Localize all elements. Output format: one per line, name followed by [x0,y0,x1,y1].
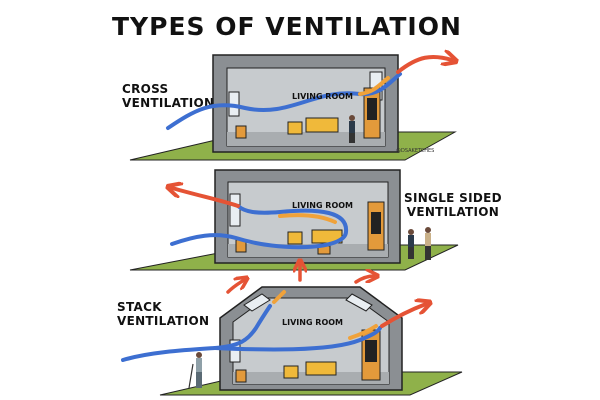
person-figure [349,115,355,143]
person-walking [188,352,202,389]
stack-label-line1: STACK [117,300,162,314]
left-roof-window [243,293,271,312]
room-label-single: LIVING ROOM [292,201,354,210]
cross-ventilation-label: CROSS VENTILATION [122,82,214,110]
room-label-cross: LIVING ROOM [292,92,354,101]
transition-air-flow [358,76,390,96]
warm-air-exit-arrow [380,304,426,328]
cross-ventilation-panel [129,55,455,161]
tv [365,340,377,362]
single-sided-ventilation-panel [129,169,459,271]
armchair [287,121,303,135]
stack-ventilation-panel [121,264,463,396]
left-window [229,339,241,363]
room-floor [227,132,385,146]
warm-air-arrow-left-roof [226,280,244,294]
warm-air-arrow-right-roof [354,276,374,284]
cool-air-rising-left [121,304,272,362]
transition-air-flow-roof [272,290,286,304]
left-window [229,193,241,227]
single-sided-ventilation-label: SINGLE SIDED VENTILATION [404,191,502,219]
warm-air-exit-arrow [172,188,240,208]
sofa [305,117,339,133]
cross-label-line1: CROSS [122,82,169,96]
sofa [305,361,337,376]
people-outside [408,227,431,260]
warm-air-exit-arrow [396,57,452,74]
single-label-line1: SINGLE SIDED [404,191,502,205]
single-label-line2: VENTILATION [406,205,500,219]
transition-air-flow [348,324,378,340]
tv [367,98,377,120]
armchair [283,365,299,379]
tv [371,212,381,234]
stack-label-line2: VENTILATION [117,314,210,328]
side-table [235,369,247,383]
armchair [287,231,303,245]
transition-air-flow [278,213,337,224]
cool-air-across [213,326,382,352]
room-floor [233,372,389,384]
right-roof-window [345,293,373,312]
room-label-stack: LIVING ROOM [282,318,344,327]
side-table [235,125,247,139]
diagram-title: TYPES OF VENTILATION [112,12,462,41]
artist-credit: @DSAKETCHES [396,148,435,154]
stack-ventilation-label: STACK VENTILATION [117,300,209,328]
cross-label-line2: VENTILATION [122,96,215,110]
cool-air-flow [166,72,402,130]
cool-air-loop [170,204,349,250]
